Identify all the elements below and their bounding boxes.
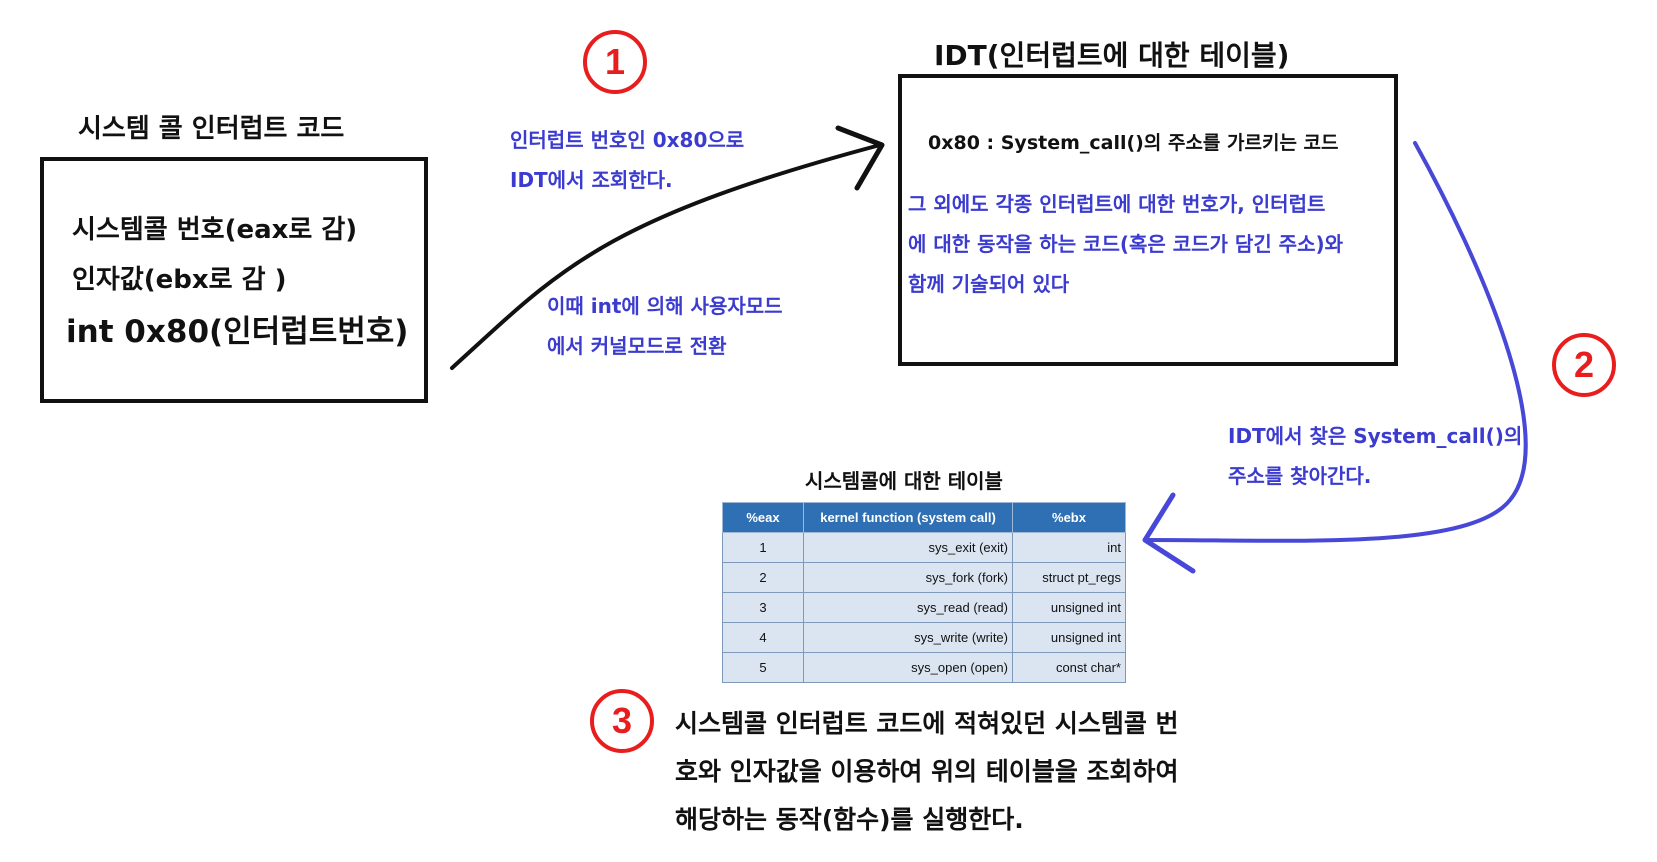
mode-switch-note-line1: 이때 int에 의해 사용자모드	[547, 294, 783, 318]
step-3-marker: 3	[590, 689, 654, 753]
cell-function: sys_read (read)	[803, 592, 1013, 623]
cell-function: sys_open (open)	[803, 652, 1013, 683]
idt-desc-line2: 에 대한 동작을 하는 코드(혹은 코드가 담긴 주소)와	[908, 232, 1344, 256]
idt-desc-line3: 함께 기술되어 있다	[908, 272, 1070, 296]
mode-switch-note-line2: 에서 커널모드로 전환	[547, 334, 727, 358]
cell-ebx: int	[1012, 532, 1126, 563]
syscall-table: %eax kernel function (system call) %ebx …	[722, 502, 1126, 683]
header-eax: %eax	[722, 502, 804, 533]
table-row: 4 sys_write (write) unsigned int	[722, 622, 1126, 653]
left-box-title: 시스템 콜 인터럽트 코드	[78, 114, 345, 144]
cell-ebx: unsigned int	[1012, 622, 1126, 653]
idt-desc-line1: 그 외에도 각종 인터럽트에 대한 번호가, 인터럽트	[908, 192, 1326, 216]
cell-eax: 5	[722, 652, 804, 683]
cell-eax: 1	[722, 532, 804, 563]
arrow-to-idt	[450, 143, 882, 370]
cell-eax: 4	[722, 622, 804, 653]
step-1-marker: 1	[583, 30, 647, 94]
step-1-note-line2: IDT에서 조회한다.	[510, 168, 673, 192]
syscall-interrupt-code-box: 시스템콜 번호(eax로 감) 인자값(ebx로 감 ) int 0x80(인터…	[40, 157, 428, 403]
step-3-line3: 해당하는 동작(함수)를 실행한다.	[675, 805, 1024, 834]
syscall-table-title: 시스템콜에 대한 테이블	[805, 469, 1003, 493]
header-ebx: %ebx	[1012, 502, 1126, 533]
idt-box: 0x80 : System_call()의 주소를 가르키는 코드 그 외에도 …	[898, 74, 1398, 366]
table-row: 5 sys_open (open) const char*	[722, 652, 1126, 683]
cell-ebx: struct pt_regs	[1012, 562, 1126, 593]
arrow-to-table-head	[1142, 492, 1196, 574]
step-1-note-line1: 인터럽트 번호인 0x80으로	[510, 128, 745, 152]
cell-function: sys_write (write)	[803, 622, 1013, 653]
step-3-line2: 호와 인자값을 이용하여 위의 테이블을 조회하여	[675, 757, 1179, 786]
cell-ebx: const char*	[1012, 652, 1126, 683]
int-0x80-line: int 0x80(인터럽트번호)	[66, 314, 409, 350]
syscall-table-header-row: %eax kernel function (system call) %ebx	[722, 502, 1126, 533]
table-row: 1 sys_exit (exit) int	[722, 532, 1126, 563]
cell-function: sys_exit (exit)	[803, 532, 1013, 563]
cell-eax: 3	[722, 592, 804, 623]
table-row: 3 sys_read (read) unsigned int	[722, 592, 1126, 623]
arrow-to-idt-head	[835, 125, 885, 191]
cell-eax: 2	[722, 562, 804, 593]
syscall-number-line: 시스템콜 번호(eax로 감)	[72, 215, 358, 245]
step-2-note-line1: IDT에서 찾은 System_call()의	[1228, 424, 1523, 448]
table-row: 2 sys_fork (fork) struct pt_regs	[722, 562, 1126, 593]
cell-ebx: unsigned int	[1012, 592, 1126, 623]
cell-function: sys_fork (fork)	[803, 562, 1013, 593]
arrow-to-table	[1146, 141, 1528, 543]
idt-title: IDT(인터럽트에 대한 테이블)	[934, 39, 1290, 72]
step-2-marker: 2	[1552, 333, 1616, 397]
argument-line: 인자값(ebx로 감 )	[72, 265, 287, 295]
header-kernel-function: kernel function (system call)	[803, 502, 1013, 533]
step-3-line1: 시스템콜 인터럽트 코드에 적혀있던 시스템콜 번	[675, 709, 1179, 738]
idt-entry-0x80: 0x80 : System_call()의 주소를 가르키는 코드	[928, 132, 1339, 154]
step-2-note-line2: 주소를 찾아간다.	[1228, 464, 1372, 488]
